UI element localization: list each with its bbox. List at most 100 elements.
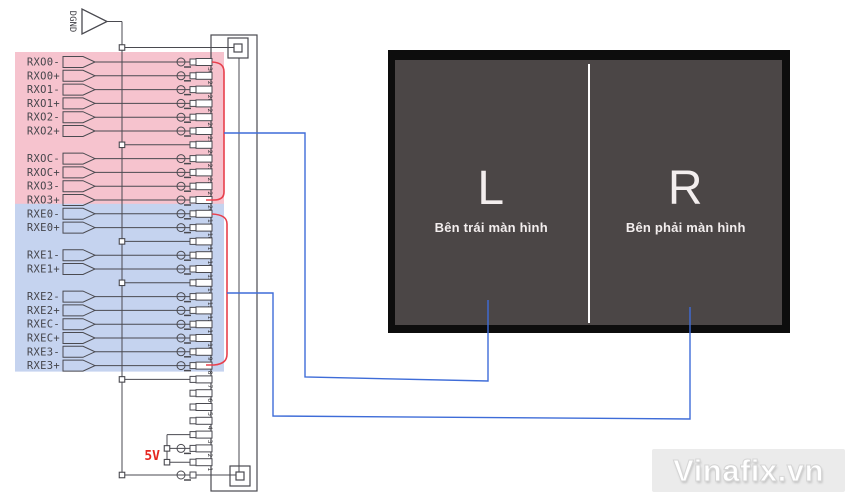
pin-pad [189, 265, 197, 273]
mounting-hole-top [227, 37, 249, 59]
pin-bar [195, 85, 213, 94]
pin-number: 16 [206, 260, 214, 268]
pin-bar [195, 347, 213, 356]
highlight-band-odd-lvds-channels [15, 52, 224, 206]
pin-number: 21 [206, 191, 214, 199]
net-tie-circle-icon [176, 264, 186, 274]
pin-bar [195, 154, 213, 163]
net-tie-circle-icon [176, 305, 186, 315]
pin-number: 29 [206, 81, 214, 89]
net-tie-circle-icon [176, 85, 186, 95]
mounting-hole-bottom-pad [235, 471, 245, 481]
signal-label: RXE2- [27, 291, 60, 303]
pin-bar [195, 375, 213, 384]
pin-number: 10 [206, 343, 214, 351]
signal-port-arrow-icon [62, 83, 97, 96]
net-tie-circle-icon [176, 126, 186, 136]
pin-pad [189, 72, 197, 80]
ground-net-label: DGND [67, 11, 77, 33]
pin-number: 19 [206, 219, 214, 227]
signal-label: RXO3- [27, 181, 60, 193]
signal-label: RXE3+ [27, 360, 60, 372]
pin-number: 17 [206, 246, 214, 254]
net-junction [118, 141, 126, 149]
signal-port-arrow-icon [62, 111, 97, 124]
signal-port-arrow-icon [62, 56, 97, 68]
signal-label: RXEC+ [27, 333, 60, 345]
pin-number: 18 [206, 233, 214, 241]
pin-bar [195, 458, 213, 467]
pin-number: 24 [206, 150, 214, 158]
pin-pad [189, 279, 197, 287]
pin-pad [189, 389, 197, 397]
net-tie-circle-icon [176, 250, 186, 260]
net-tie-circle-icon [176, 333, 186, 343]
pin-bar [195, 168, 213, 177]
pin-number: 28 [206, 95, 214, 103]
pin-pad [189, 237, 197, 245]
pin-number: 7 [206, 384, 214, 388]
panel-left-half: L Bên trái màn hình [395, 60, 588, 325]
panel-center-seam [587, 64, 590, 323]
pin-pad [189, 196, 197, 204]
net-junction [163, 458, 171, 466]
pin-bar [195, 403, 213, 411]
pin-number: 20 [206, 205, 214, 213]
pin-bar [195, 320, 213, 329]
panel-right-half: R Bên phải màn hình [590, 60, 783, 325]
pin-pad [189, 99, 197, 107]
net-tie-circle-icon [176, 195, 186, 205]
pin-pad [189, 458, 197, 466]
net-junction [118, 44, 126, 51]
pin-pad [189, 127, 197, 135]
signal-port-arrow-icon [62, 263, 97, 275]
net-tie-circle-icon [176, 223, 186, 233]
pin-bar [195, 430, 213, 439]
pin-pad [189, 306, 197, 314]
pin-number: 1 [206, 467, 214, 471]
panel-left-letter: L [477, 162, 506, 215]
signal-label: RXO1+ [27, 98, 60, 110]
net-junction [118, 471, 126, 479]
pin-bar [195, 444, 213, 453]
pin-number: 13 [206, 302, 214, 310]
pin-pad [189, 141, 197, 149]
signal-label: RXEC- [27, 319, 60, 331]
net-tie-circle-icon [176, 167, 186, 177]
pin-bar [195, 223, 213, 232]
net-tie-circle-icon [176, 319, 186, 329]
net-junction [118, 376, 126, 383]
pin-bar [195, 58, 213, 66]
signal-label: RXE0- [27, 208, 60, 220]
net-tie-circle-icon [176, 112, 186, 122]
pin-number: 4 [206, 426, 214, 430]
signal-port-arrow-icon [62, 166, 97, 179]
pin-pad [189, 334, 197, 342]
pin-pad [189, 431, 197, 439]
signal-port-arrow-icon [62, 359, 97, 372]
signal-port-arrow-icon [62, 69, 97, 82]
pin-pad [189, 444, 197, 452]
signal-port-arrow-icon [62, 345, 97, 358]
pin-bar [195, 140, 213, 149]
panel-right-letter: R [667, 162, 704, 215]
signal-port-arrow-icon [62, 304, 97, 317]
pin-bar [195, 334, 213, 342]
signal-label: RXE2+ [27, 305, 60, 317]
net-tie-circle-icon [176, 209, 186, 219]
pin-pad [189, 155, 197, 163]
signal-port-arrow-icon [62, 180, 97, 193]
watermark: Vinafix.vn [652, 449, 845, 492]
panel-left-caption: Bên trái màn hình [434, 220, 548, 235]
signal-port-arrow-icon [62, 125, 97, 137]
pin-bar [195, 71, 213, 80]
pin-pad [189, 362, 197, 370]
net-tie-circle-icon [176, 98, 186, 108]
signal-port-arrow-icon [62, 97, 97, 110]
mounting-hole-top-pad [233, 43, 243, 53]
pin-number: 22 [206, 177, 214, 185]
signal-label: RXO3+ [27, 195, 60, 207]
signal-port-arrow-icon [62, 152, 97, 165]
pin-number: 27 [206, 108, 214, 116]
